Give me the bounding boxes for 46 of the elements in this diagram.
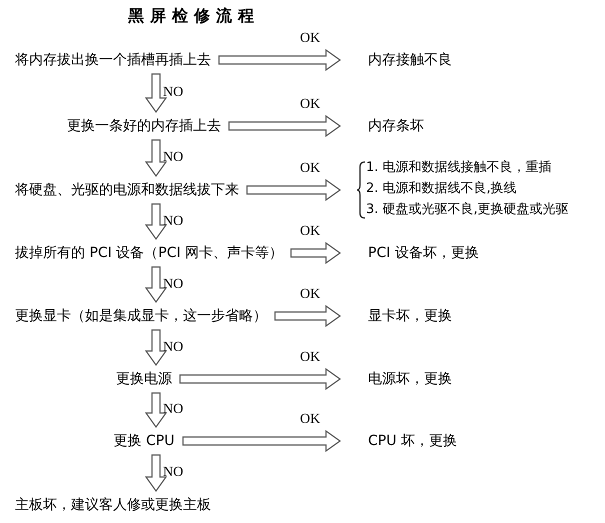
- block-arrow: [144, 266, 168, 304]
- edge-label: NO: [163, 401, 184, 419]
- step-text: 更换电源: [116, 370, 172, 388]
- result-text: 内存接触不良: [368, 51, 452, 69]
- block-arrow: [274, 304, 342, 328]
- edge-label: NO: [163, 338, 184, 356]
- edge-label: OK: [300, 349, 320, 367]
- block-arrow: [144, 73, 168, 114]
- result-text: 电源坏，更换: [368, 370, 452, 388]
- list-item: 1. 电源和数据线接触不良，重插: [366, 159, 553, 177]
- result-text: CPU 坏，更换: [368, 432, 457, 450]
- edge-label: OK: [300, 223, 320, 241]
- edge-label: OK: [300, 286, 320, 304]
- edge-label: NO: [163, 149, 184, 167]
- diagram-title: 黑屏检修流程: [128, 5, 260, 27]
- block-arrow: [144, 203, 168, 240]
- step-text: 更换显卡（如是集成显卡，这一步省略）: [15, 307, 267, 325]
- edge-label: OK: [300, 96, 320, 114]
- list-item: 3. 硬盘或光驱不良,更换硬盘或光驱: [366, 201, 569, 219]
- result-text: PCI 设备坏，更换: [368, 244, 479, 262]
- block-arrow: [290, 242, 342, 264]
- step-text: 更换一条好的内存插上去: [67, 117, 221, 135]
- block-arrow: [218, 48, 342, 72]
- step-text: 将内存拔出换一个插槽再插上去: [15, 51, 211, 69]
- edge-label: NO: [163, 276, 184, 294]
- block-arrow: [246, 178, 342, 202]
- block-arrow: [144, 329, 168, 366]
- step-text: 拔掉所有的 PCI 设备（PCI 网卡、声卡等）: [15, 244, 284, 262]
- block-arrow: [179, 368, 342, 390]
- edge-label: NO: [163, 212, 184, 230]
- edge-label: NO: [163, 464, 184, 482]
- list-item: 2. 电源和数据线不良,换线: [366, 180, 518, 198]
- block-arrow: [182, 430, 342, 452]
- edge-label: OK: [300, 30, 320, 48]
- step-text: 将硬盘、光驱的电源和数据线拔下来: [15, 181, 239, 199]
- step-text: 更换 CPU: [114, 432, 174, 450]
- block-arrow: [228, 114, 342, 138]
- result-text: 内存条坏: [368, 117, 424, 135]
- step-text: 主板坏，建议客人修或更换主板: [15, 496, 211, 514]
- block-arrow: [144, 139, 168, 178]
- block-arrow: [144, 392, 168, 428]
- edge-label: OK: [300, 411, 320, 429]
- result-text: 显卡坏，更换: [368, 307, 452, 325]
- block-arrow: [144, 454, 168, 492]
- edge-label: OK: [300, 160, 320, 178]
- edge-label: NO: [163, 84, 184, 102]
